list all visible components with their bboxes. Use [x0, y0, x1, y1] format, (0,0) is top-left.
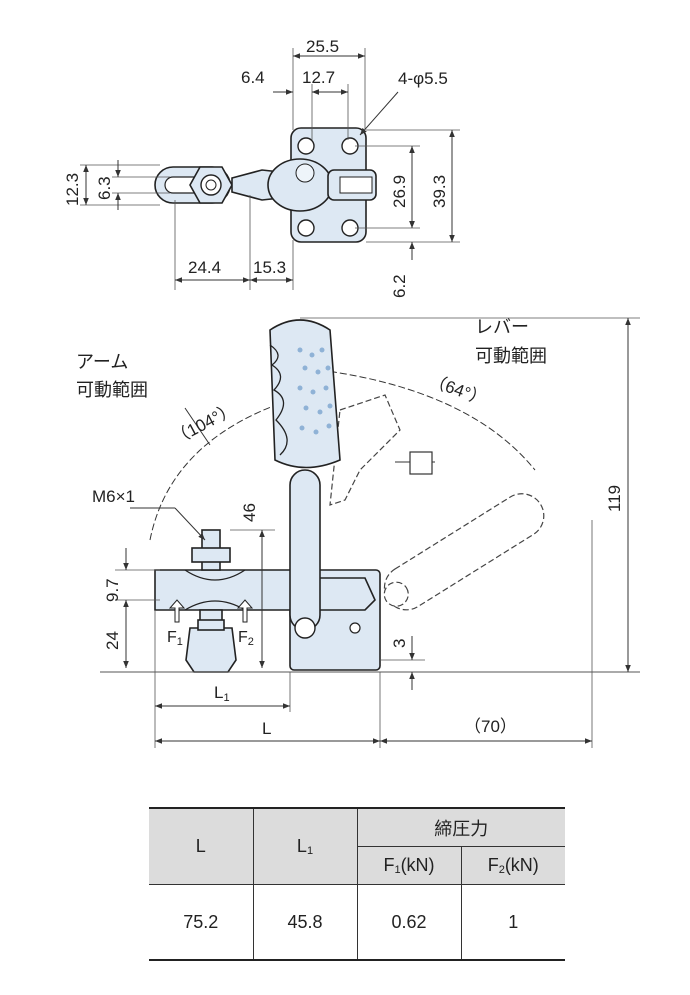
lever-range-arc [319, 369, 536, 471]
dim-lever-travel: （70） [464, 717, 517, 736]
lever-label-line1: レバー [475, 317, 529, 337]
cell-F2: 1 [460, 884, 565, 961]
spec-table: L L1 締圧力 F1(kN) F2(kN) 75.2 45.8 0.62 1 [149, 807, 565, 961]
table-row: 75.2 45.8 0.62 1 [149, 884, 565, 961]
cell-F1: 0.62 [356, 884, 462, 961]
arm-range-arc [149, 399, 291, 541]
dim-left-offset: 6.4 [241, 68, 265, 87]
header-L1: L1 [252, 807, 358, 885]
mount-hole [297, 219, 315, 237]
arm-angle: （104°） [169, 399, 239, 448]
cell-L1: 45.8 [252, 884, 358, 961]
handle-grip [269, 319, 341, 469]
dim-L1: L1 [214, 683, 230, 704]
ghost-link [329, 394, 401, 506]
ghost-nut [409, 451, 433, 475]
nut-thread [205, 179, 217, 191]
arm-label-line2: 可動範囲 [76, 380, 148, 400]
dim-width-total: 25.5 [306, 37, 339, 56]
spindle-tip [185, 627, 237, 673]
link-slot [339, 176, 373, 194]
dim-slot-outer: 12.3 [63, 173, 82, 206]
header-F2: F2(kN) [460, 846, 565, 885]
screw-label: M6×1 [92, 487, 135, 506]
spindle-collar [197, 619, 225, 631]
lever-link [289, 469, 321, 631]
header-F1: F1(kN) [357, 846, 462, 885]
cell-L: 75.2 [149, 884, 254, 961]
grip-dots [297, 347, 333, 435]
spindle-nut [191, 547, 231, 563]
dim-edge-offset: 6.2 [390, 274, 409, 298]
knob-highlight [295, 163, 315, 183]
top-view: 25.5 6.4 12.7 4-φ5.5 12.3 6.3 24.4 15.3 [63, 37, 460, 298]
force-f1-label: F1 [167, 629, 183, 648]
lever-label-line2: 可動範囲 [475, 346, 547, 366]
dim-L: L [262, 719, 271, 738]
dim-arm-height: 46 [240, 503, 259, 522]
dim-height-total: 39.3 [430, 175, 449, 208]
dim-overall-height: 119 [605, 485, 624, 512]
side-view: アーム 可動範囲 （104°） レバー 可動範囲 （64°） M6×1 46 9… [76, 317, 640, 748]
dim-arm-thickness: 9.7 [103, 578, 122, 602]
dim-hole-pitch-y: 26.9 [390, 175, 409, 208]
mount-hole [297, 137, 315, 155]
force-f2-label: F2 [238, 629, 254, 648]
dim-slot-len: 24.4 [188, 258, 221, 277]
header-L: L [149, 807, 254, 885]
dim-slot-inner: 6.3 [95, 176, 114, 200]
dim-hole-pitch-x: 12.7 [302, 68, 335, 87]
dim-spindle-height: 24 [103, 631, 122, 650]
ghost-lever [383, 493, 545, 611]
dim-holes: 4-φ5.5 [398, 69, 448, 88]
dim-base-offset: 3 [390, 639, 409, 648]
pivot-pin-small [349, 622, 361, 634]
arm-label-line1: アーム [76, 352, 128, 372]
dim-neck-len: 15.3 [253, 258, 286, 277]
lever-angle: （64°） [427, 371, 490, 409]
header-clamping-force: 締圧力 [356, 807, 565, 847]
pivot-pin [294, 617, 316, 639]
